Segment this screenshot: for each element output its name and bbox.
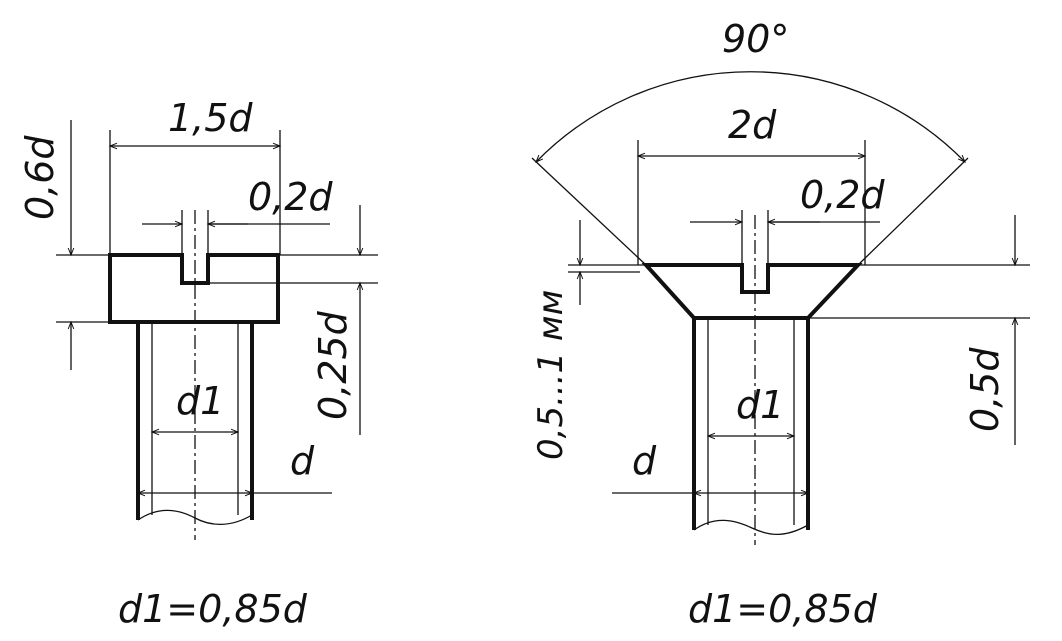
left-head-outline [108, 253, 280, 324]
label-left-0-25d: 0,25d [311, 310, 355, 420]
label-right-90deg: 90° [722, 17, 789, 61]
label-right-0-2d: 0,2d [800, 173, 885, 217]
dim-right-90deg [535, 71, 966, 163]
label-right-d: d [632, 439, 657, 483]
label-left-d1: d1 [176, 379, 224, 423]
label-left-d: d [290, 439, 315, 483]
right-break-line [693, 519, 809, 536]
label-right-d1: d1 [736, 383, 784, 427]
left-screw [56, 120, 378, 540]
label-left-0-2d: 0,2d [248, 175, 333, 219]
formula-left: d1=0,85d [118, 587, 308, 631]
right-screw [531, 71, 1030, 545]
label-left-0-6d: 0,6d [18, 135, 62, 220]
label-right-0-5d: 0,5d [963, 347, 1007, 432]
label-left-1-5d: 1,5d [168, 96, 253, 140]
label-right-2d: 2d [728, 103, 777, 147]
right-head-outline [641, 263, 863, 320]
label-right-edge-height: 0,5...1 мм [531, 290, 571, 460]
formula-right: d1=0,85d [688, 587, 878, 631]
